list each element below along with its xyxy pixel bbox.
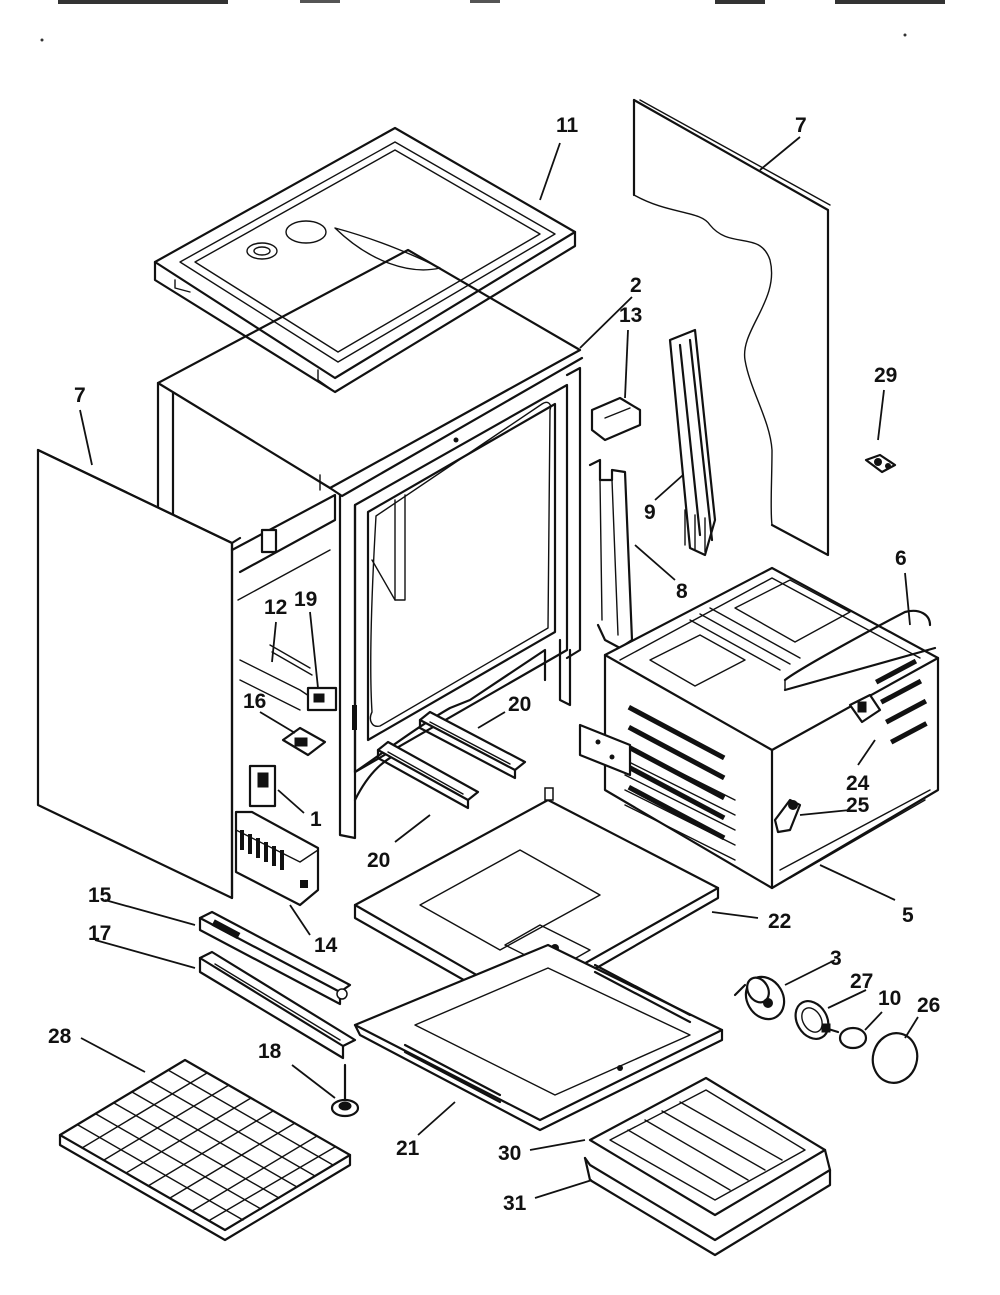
oven-rack-28 xyxy=(58,1058,352,1242)
callout-20-upper: 20 xyxy=(508,693,531,716)
callout-9: 9 xyxy=(644,501,656,524)
callout-21: 21 xyxy=(396,1137,420,1160)
terminal-block xyxy=(281,726,327,757)
broiler-pan-31 xyxy=(583,1148,832,1257)
callout-2: 2 xyxy=(630,274,642,297)
gasket-27 xyxy=(794,1000,830,1040)
light-bulb-10 xyxy=(821,1023,868,1050)
bracket-17 xyxy=(198,950,357,1060)
leader-lines xyxy=(79,136,919,1199)
callout-10: 10 xyxy=(878,987,901,1010)
left-side-panel xyxy=(36,448,242,900)
bracket-15 xyxy=(198,910,352,1006)
vertical-rail-9 xyxy=(668,328,717,557)
mounting-bracket-13 xyxy=(590,396,642,442)
callout-12: 12 xyxy=(264,596,287,619)
callout-5: 5 xyxy=(902,904,914,927)
callout-14: 14 xyxy=(314,934,338,957)
callout-19: 19 xyxy=(294,588,317,611)
back-panel xyxy=(632,98,831,557)
fastener-29 xyxy=(864,453,897,474)
callout-15: 15 xyxy=(88,884,112,907)
callout-20-lower: 20 xyxy=(367,849,390,872)
callout-7-side-panel: 7 xyxy=(74,384,86,407)
oven-light-switch xyxy=(248,764,277,808)
callout-17: 17 xyxy=(88,922,111,945)
oven-sensor-bracket-24 xyxy=(848,693,882,724)
callout-1: 1 xyxy=(310,808,322,831)
callout-6: 6 xyxy=(895,547,907,570)
side-bracket-8 xyxy=(588,458,634,650)
callout-30: 30 xyxy=(498,1142,521,1165)
control-housing xyxy=(234,810,320,907)
callout-7-back-panel: 7 xyxy=(795,114,807,137)
leveling-leg-18 xyxy=(330,1063,360,1118)
callout-31: 31 xyxy=(503,1192,527,1215)
light-lens-26 xyxy=(871,1032,919,1084)
callout-18: 18 xyxy=(258,1040,282,1063)
cropped-header-fragments xyxy=(40,0,945,42)
oven-bottom-22 xyxy=(353,787,720,1014)
callout-27: 27 xyxy=(850,970,873,993)
cooktop-panel xyxy=(153,126,577,394)
inner-chassis xyxy=(230,493,338,712)
callout-labels: 11 2 13 7 7 29 9 8 6 12 19 16 1 20 20 24… xyxy=(48,114,940,1215)
callout-3: 3 xyxy=(830,947,842,970)
oven-light-socket-25 xyxy=(773,798,802,834)
callout-25: 25 xyxy=(846,794,870,817)
callout-24: 24 xyxy=(846,772,870,795)
rail-20-lower xyxy=(376,740,480,810)
callout-28: 28 xyxy=(48,1025,72,1048)
callout-8: 8 xyxy=(676,580,688,603)
rail-20-upper xyxy=(418,710,527,780)
bottom-tray-21 xyxy=(353,943,724,1132)
callout-29: 29 xyxy=(874,364,897,387)
callout-13: 13 xyxy=(619,304,642,327)
light-receptacle-3 xyxy=(733,975,786,1021)
callout-11: 11 xyxy=(556,114,579,137)
callout-16: 16 xyxy=(243,690,266,713)
oven-cavity xyxy=(578,566,940,890)
main-frame xyxy=(156,248,584,840)
callout-26: 26 xyxy=(917,994,940,1017)
callout-22: 22 xyxy=(768,910,791,933)
